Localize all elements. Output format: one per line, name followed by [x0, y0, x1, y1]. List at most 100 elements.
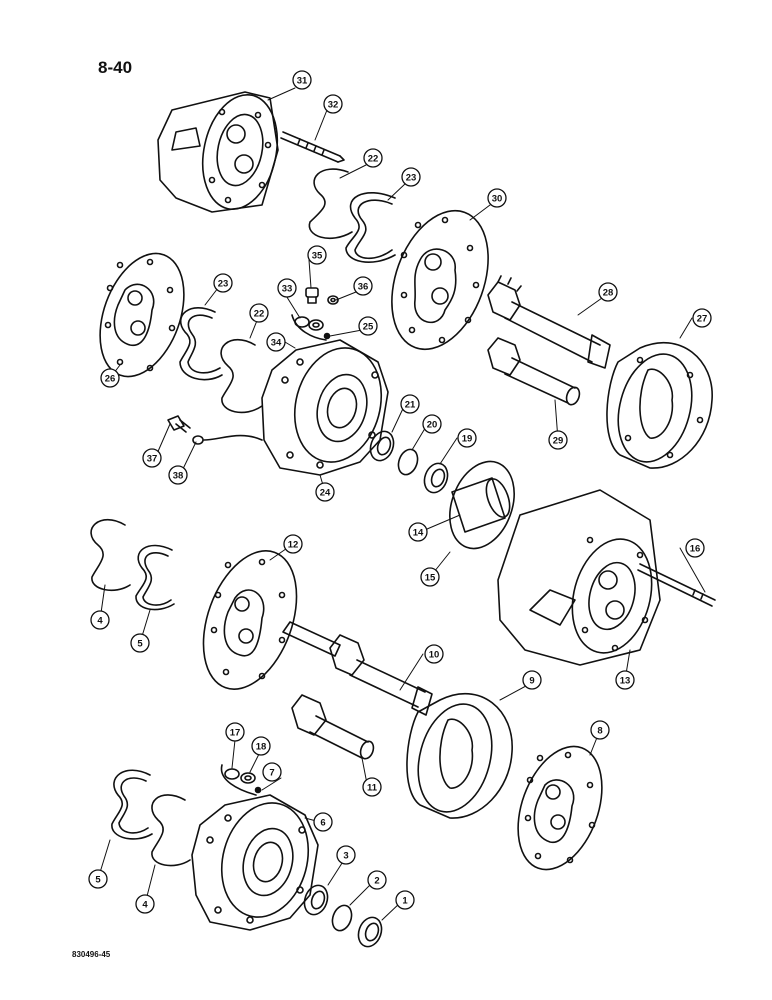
callout-22b: 22 — [249, 303, 269, 323]
part-26-wear-plate — [99, 252, 185, 378]
callout-circle — [336, 845, 356, 865]
callout-circle — [307, 245, 327, 265]
callout-label: 21 — [405, 400, 416, 411]
part-29-driven-gear — [487, 337, 581, 406]
callout-circle — [615, 670, 635, 690]
callout-circle — [213, 273, 233, 293]
part-37-bolt — [167, 415, 191, 433]
part-13-pump-body — [497, 489, 661, 666]
document-code: 830496-45 — [72, 950, 111, 959]
callout-circle — [353, 276, 373, 296]
callout-circle — [283, 534, 303, 554]
callout-circle — [363, 148, 383, 168]
callout-label: 35 — [312, 251, 323, 262]
part-7-check-ball — [254, 786, 262, 794]
part-25-check-ball — [323, 332, 331, 340]
callout-circle — [424, 644, 444, 664]
callout-19: 19 — [457, 428, 477, 448]
callout-label: 30 — [492, 194, 503, 205]
part-15-o-ring — [449, 460, 515, 550]
callout-6: 6 — [313, 812, 333, 832]
callout-circle — [323, 94, 343, 114]
part-3-seal — [303, 884, 329, 916]
part-12-wear-plate — [202, 550, 298, 690]
callout-label: 26 — [105, 374, 116, 385]
callout-label: 19 — [462, 434, 473, 445]
callout-label: 4 — [142, 900, 148, 911]
callout-circle — [685, 538, 705, 558]
callout-label: 24 — [320, 488, 331, 499]
callout-23a: 23 — [401, 167, 421, 187]
callout-circle — [420, 567, 440, 587]
callout-circle — [408, 522, 428, 542]
callout-29: 29 — [548, 430, 568, 450]
callout-circle — [457, 428, 477, 448]
callout-circle — [522, 670, 542, 690]
part-35-plug — [305, 287, 319, 304]
callout-20: 20 — [422, 414, 442, 434]
callout-label: 5 — [95, 875, 101, 886]
callout-label: 13 — [620, 676, 631, 687]
part-21-seal — [369, 430, 395, 462]
page-number: 8-40 — [98, 58, 133, 77]
callout-label: 1 — [402, 896, 408, 907]
callout-label: 23 — [406, 173, 417, 184]
callout-label: 15 — [425, 573, 436, 584]
callout-label: 9 — [529, 676, 534, 687]
callout-circle — [548, 430, 568, 450]
callout-label: 25 — [363, 322, 374, 333]
callout-label: 2 — [374, 876, 379, 887]
part-4a-seal — [90, 518, 131, 592]
callout-label: 10 — [429, 650, 440, 661]
callout-circle — [262, 762, 282, 782]
callout-37: 37 — [142, 448, 162, 468]
part-6-front-housing — [191, 794, 319, 931]
part-18-nut — [240, 772, 256, 784]
callout-24: 24 — [315, 482, 335, 502]
callout-circle — [251, 736, 271, 756]
part-22a-seal — [308, 168, 353, 240]
callout-label: 22 — [254, 309, 265, 320]
part-23b-backup-ring — [179, 307, 223, 381]
callout-circle — [598, 282, 618, 302]
callout-5b: 5 — [88, 869, 108, 889]
callout-26: 26 — [100, 368, 120, 388]
callout-label: 5 — [137, 639, 143, 650]
part-4b-seal — [151, 794, 191, 867]
callout-30: 30 — [487, 188, 507, 208]
part-30-wear-plate — [391, 209, 489, 351]
callout-label: 22 — [368, 154, 379, 165]
part-7-wire — [220, 764, 257, 796]
part-8-wear-plate — [517, 745, 603, 871]
callout-label: 16 — [690, 544, 701, 555]
callout-3: 3 — [336, 845, 356, 865]
callout-34: 34 — [266, 332, 286, 352]
part-2-snap-ring — [331, 904, 353, 932]
callout-circle — [277, 278, 297, 298]
callout-circle — [422, 414, 442, 434]
part-23a-backup-ring — [345, 192, 396, 263]
callout-8: 8 — [590, 720, 610, 740]
callout-label: 20 — [427, 420, 438, 431]
callout-label: 23 — [218, 279, 229, 290]
callout-17: 17 — [225, 722, 245, 742]
callout-21: 21 — [400, 394, 420, 414]
part-9-gear-housing — [406, 692, 513, 819]
part-31-rear-cover — [157, 91, 279, 213]
callout-circle — [692, 308, 712, 328]
callout-7: 7 — [262, 762, 282, 782]
callout-label: 33 — [282, 284, 293, 295]
callout-14: 14 — [408, 522, 428, 542]
callout-16: 16 — [685, 538, 705, 558]
callout-circle — [249, 303, 269, 323]
callout-35: 35 — [307, 245, 327, 265]
callout-circle — [358, 316, 378, 336]
leader-lines — [97, 87, 706, 921]
part-28-drive-gear — [487, 275, 611, 369]
callout-circle — [168, 465, 188, 485]
callout-circle — [395, 890, 415, 910]
callout-label: 14 — [413, 528, 424, 539]
callout-circle — [487, 188, 507, 208]
part-10-drive-gear — [282, 621, 433, 716]
